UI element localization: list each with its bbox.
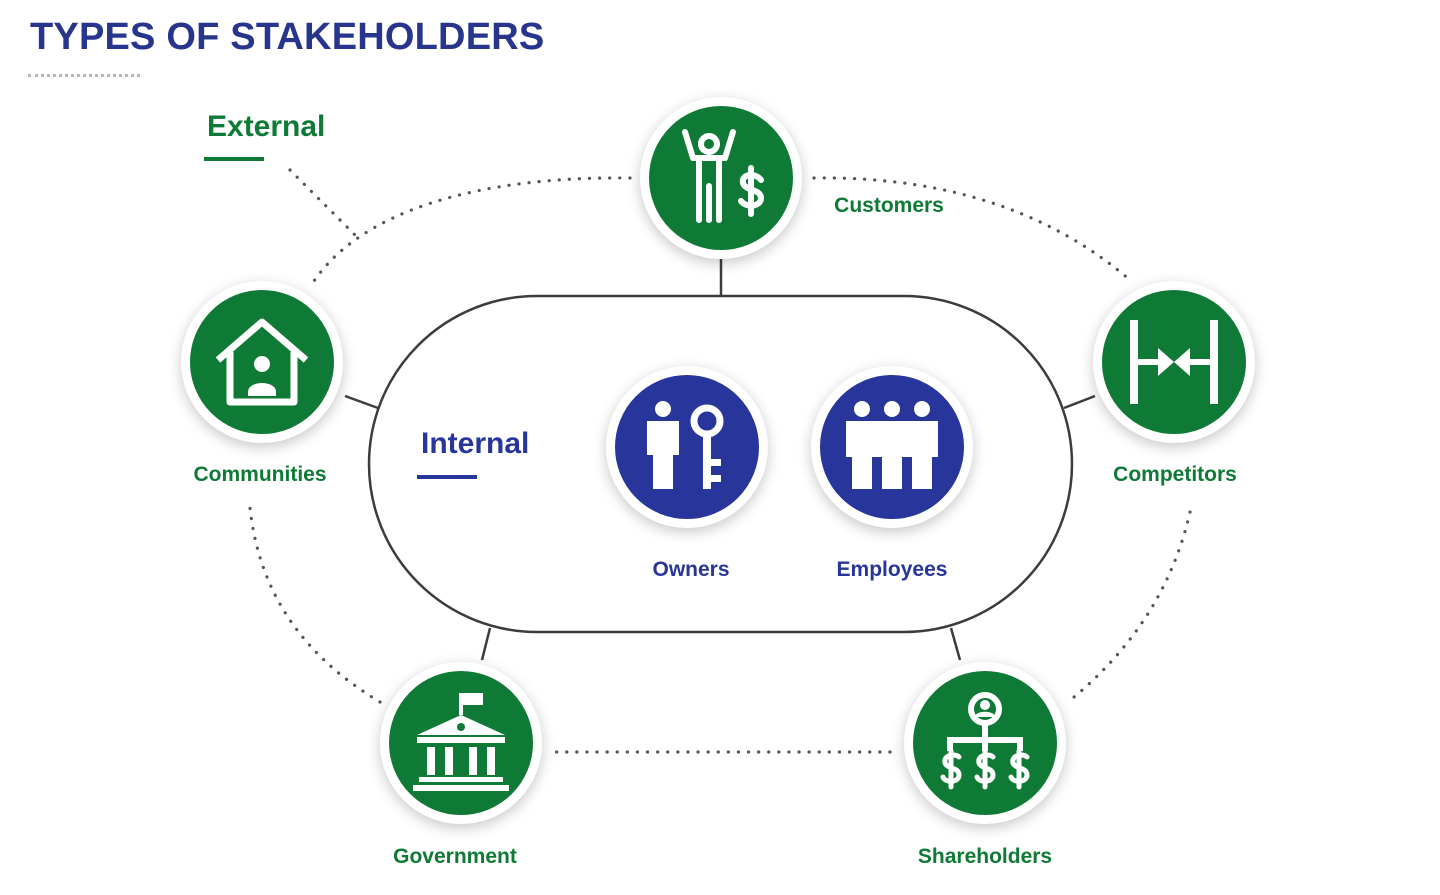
title-underline-dots	[28, 74, 140, 77]
arrows-between-bars-icon	[1130, 320, 1218, 404]
shareholders-node	[904, 662, 1066, 824]
page-title: TYPES OF STAKEHOLDERS	[30, 16, 545, 58]
customers-node	[640, 97, 802, 259]
customers-label: Customers	[834, 194, 944, 217]
shareholder-hierarchy-icon	[940, 692, 1030, 790]
shareholders-label: Shareholders	[917, 845, 1053, 868]
competitors-label: Competitors	[1113, 463, 1237, 486]
internal-group-label: Internal	[421, 427, 530, 460]
external-group-bar	[204, 157, 264, 161]
communities-node	[181, 281, 343, 443]
government-node	[380, 662, 542, 824]
person-dollar-icon	[682, 129, 764, 223]
external-dotted-ring	[248, 168, 1192, 754]
communities-label: Communities	[193, 463, 327, 486]
house-person-icon	[215, 318, 309, 406]
government-building-icon	[413, 693, 509, 791]
employee-group-icon	[846, 401, 938, 489]
employees-node	[811, 366, 973, 528]
government-label: Government	[393, 845, 517, 868]
external-group-label: External	[207, 110, 326, 143]
competitors-node	[1093, 281, 1255, 443]
owners-label: Owners	[652, 558, 730, 581]
owners-node	[606, 366, 768, 528]
solid-connectors	[344, 258, 1096, 661]
person-key-icon	[647, 401, 724, 489]
internal-group-bar	[417, 475, 477, 479]
employees-label: Employees	[836, 558, 948, 581]
